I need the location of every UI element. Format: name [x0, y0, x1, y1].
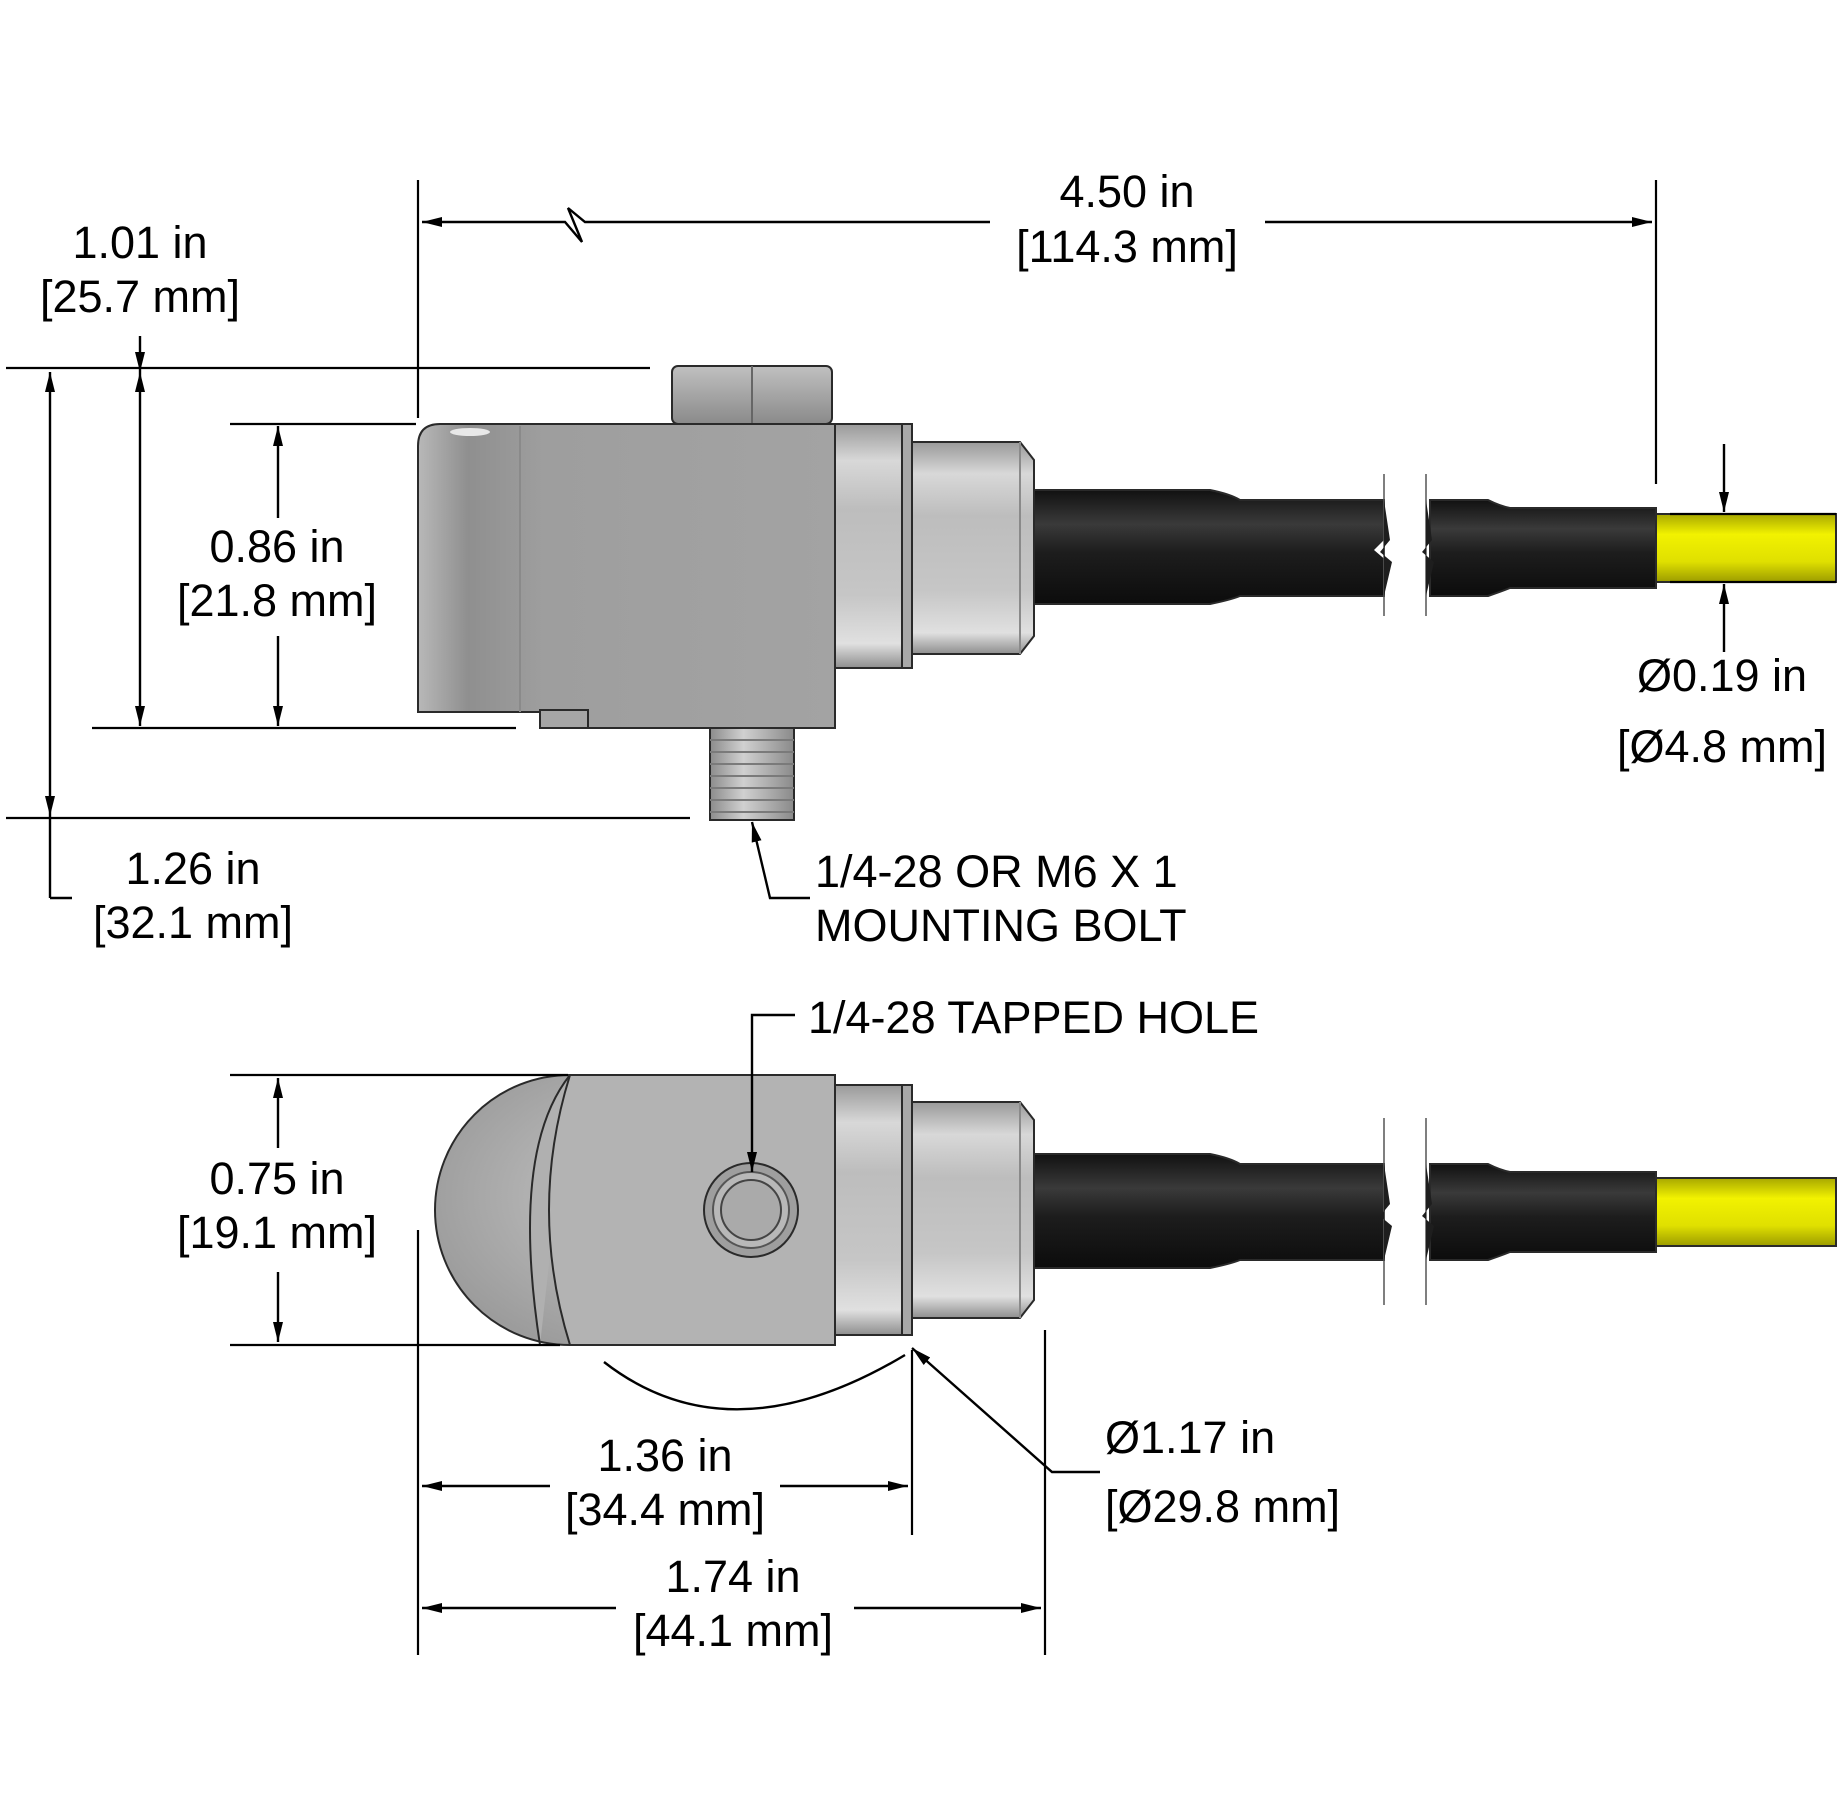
dim-width-body-inch: 0.75 in — [209, 1153, 344, 1204]
mounting-bolt — [709, 727, 795, 821]
dim-length-total-mm: [114.3 mm] — [1016, 221, 1238, 272]
dim-height-overall-mm: [32.1 mm] — [93, 897, 293, 948]
dim-swing-diameter-inch: Ø1.17 in — [1105, 1412, 1275, 1463]
dimension-labels: 4.50 in [114.3 mm] 1.01 in [25.7 mm] 0.8… — [40, 166, 1827, 1656]
connector-nut-plan — [834, 1084, 1035, 1336]
mounting-bolt-callout-line2: MOUNTING BOLT — [815, 900, 1187, 951]
swing-arc — [603, 1353, 906, 1411]
tapped-hole — [703, 1162, 799, 1258]
dim-height-upper-inch: 1.01 in — [72, 217, 207, 268]
dim-width-body-mm: [19.1 mm] — [177, 1207, 377, 1258]
dim-length-connector-mm: [34.4 mm] — [565, 1484, 765, 1535]
cable — [1033, 474, 1837, 616]
sensor-housing-plan — [434, 1074, 836, 1346]
tapped-hole-callout: 1/4-28 TAPPED HOLE — [808, 992, 1259, 1043]
dim-length-total-inch: 4.50 in — [1059, 166, 1194, 217]
dim-length-connector-inch: 1.36 in — [597, 1430, 732, 1481]
dim-cable-diameter-inch: Ø0.19 in — [1637, 650, 1807, 701]
dim-height-overall-inch: 1.26 in — [125, 843, 260, 894]
dim-length-overall-inch: 1.74 in — [665, 1551, 800, 1602]
sensor-housing — [417, 423, 836, 729]
cable-plan — [1033, 1118, 1837, 1305]
dim-height-body-mm: [21.8 mm] — [177, 575, 377, 626]
mounting-bolt-callout-line1: 1/4-28 OR M6 X 1 — [815, 846, 1178, 897]
connector-nut — [834, 423, 1035, 669]
hex-nut — [671, 365, 833, 425]
dim-cable-diameter-mm: [Ø4.8 mm] — [1617, 721, 1827, 772]
side-view — [417, 365, 1837, 821]
plan-view — [434, 1074, 1837, 1411]
dim-length-overall-mm: [44.1 mm] — [633, 1605, 833, 1656]
dimension-lines — [6, 180, 1836, 1655]
dim-height-body-inch: 0.86 in — [209, 521, 344, 572]
dim-swing-diameter-mm: [Ø29.8 mm] — [1105, 1481, 1340, 1532]
dim-height-upper-mm: [25.7 mm] — [40, 271, 240, 322]
